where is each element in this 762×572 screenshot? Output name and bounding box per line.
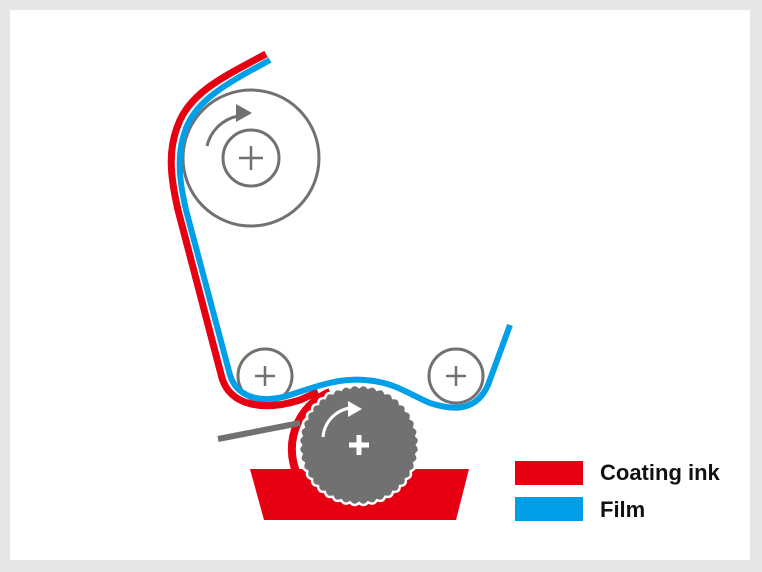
legend-label-film: Film: [600, 497, 646, 522]
upper-roller: [181, 88, 321, 228]
film-path: [176, 57, 513, 411]
ink-on-roll: [287, 388, 332, 482]
rotation-arrow-icon: [321, 406, 351, 438]
coating-ink-path: [167, 50, 320, 410]
right-guide-roller: [427, 347, 485, 405]
legend-swatch-film: [515, 497, 583, 521]
doctor-blade: [217, 420, 301, 442]
legend-label-coating-ink: Coating ink: [600, 460, 720, 485]
rotation-arrow-icon: [205, 114, 239, 147]
legend-swatch-coating-ink: [515, 461, 583, 485]
gravure-roll: [297, 383, 421, 507]
